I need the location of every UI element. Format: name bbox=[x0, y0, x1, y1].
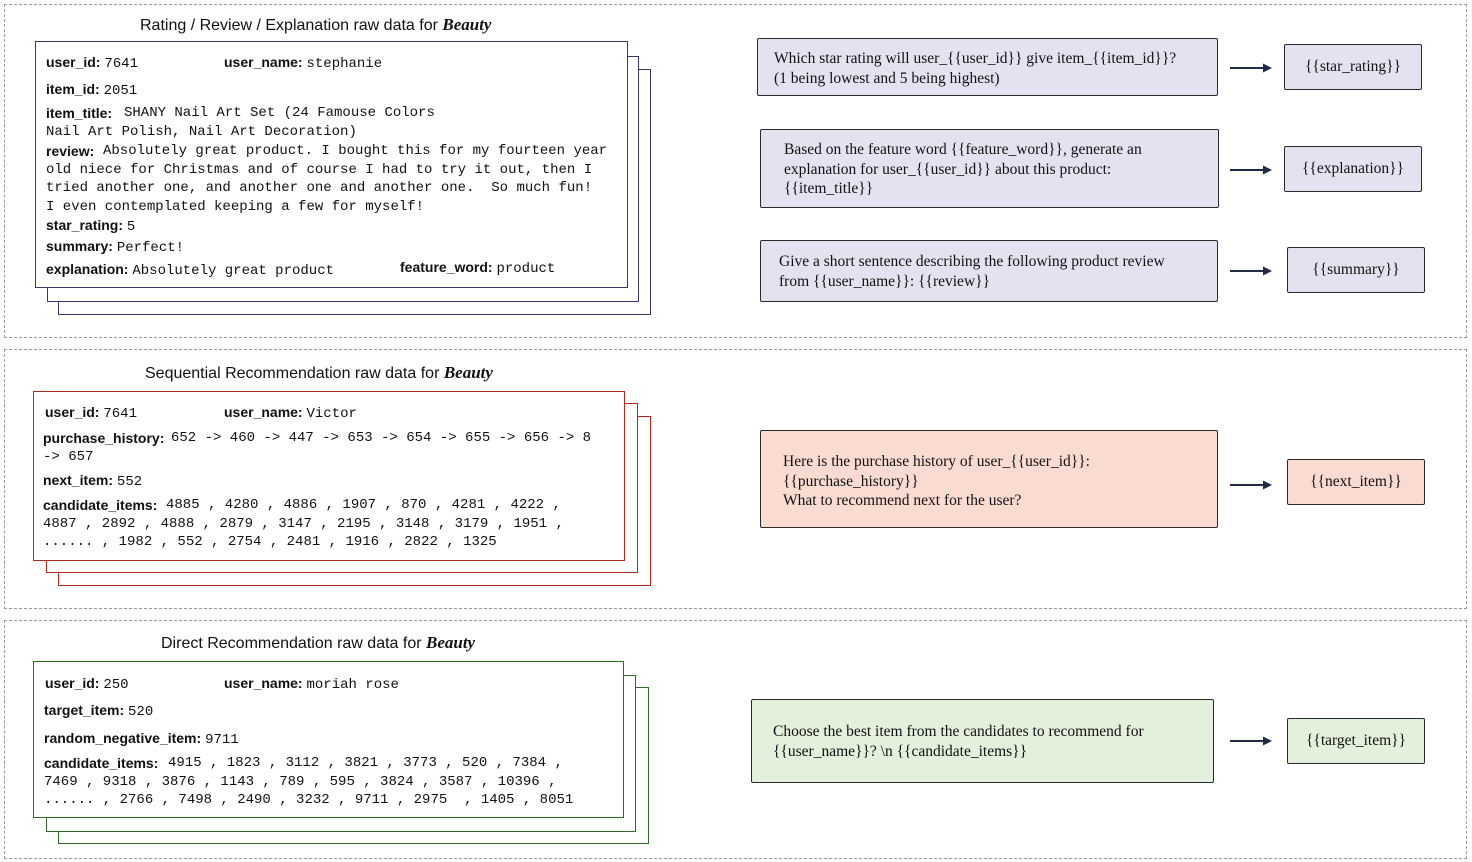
sequential-section bbox=[4, 349, 1467, 609]
candidate-items-value: 4885 , 4280 , 4886 , 1907 , 870 , 4281 ,… bbox=[43, 497, 564, 550]
field-key: item_id: bbox=[46, 81, 100, 97]
arrow-right-icon bbox=[1230, 165, 1272, 175]
field-key: summary: bbox=[46, 238, 113, 254]
item-title-value: SHANY Nail Art Set (24 Famouse Colors Na… bbox=[46, 105, 435, 140]
field-value: Absolutely great product bbox=[132, 263, 334, 279]
rating-raw-data-card: user_id: 7641 user_name: stephanie item_… bbox=[35, 41, 628, 288]
purchase-history-key: purchase_history: bbox=[43, 429, 164, 447]
field-key: feature_word: bbox=[400, 259, 493, 275]
arrow-right-icon bbox=[1230, 266, 1272, 276]
rating-dataset-name: Beauty bbox=[442, 15, 492, 34]
field-value: 7641 bbox=[104, 56, 138, 72]
field-key: explanation: bbox=[46, 261, 129, 277]
field-key: user_id: bbox=[46, 54, 101, 70]
field-key: target_item: bbox=[44, 702, 125, 718]
arrow-right-icon bbox=[1230, 63, 1272, 73]
field-value: 7641 bbox=[103, 406, 137, 422]
field-value: product bbox=[496, 261, 556, 277]
sequential-raw-data-card: user_id: 7641 user_name: Victor purchase… bbox=[33, 391, 625, 561]
sequential-title-text: Sequential Recommendation raw data for bbox=[145, 365, 444, 382]
field-value: 5 bbox=[126, 219, 136, 235]
field-key: item_title: bbox=[46, 105, 113, 121]
feature-word-field: feature_word: product bbox=[400, 258, 555, 278]
user-id-field: user_id: 7641 bbox=[46, 53, 138, 73]
field-value: 552 bbox=[116, 474, 143, 490]
field-value: Victor bbox=[306, 406, 357, 422]
item-id-field: item_id: 2051 bbox=[46, 80, 137, 100]
candidate-items-value: 4915 , 1823 , 3112 , 3821 , 3773 , 520 ,… bbox=[44, 755, 574, 808]
user-name-field: user_name: Victor bbox=[224, 403, 357, 423]
explanation-output: {{explanation}} bbox=[1284, 146, 1422, 192]
direct-section bbox=[4, 620, 1467, 859]
summary-field: summary: Perfect! bbox=[46, 237, 184, 257]
user-id-field: user_id: 7641 bbox=[45, 403, 137, 423]
next-item-prompt: Here is the purchase history of user_{{u… bbox=[760, 430, 1218, 528]
star-rating-prompt: Which star rating will user_{{user_id}} … bbox=[757, 38, 1218, 96]
target-item-prompt: Choose the best item from the candidates… bbox=[751, 699, 1214, 783]
field-value: 2051 bbox=[103, 83, 138, 99]
field-value: Perfect! bbox=[116, 240, 185, 256]
rating-section bbox=[4, 4, 1467, 338]
arrow-right-icon bbox=[1230, 736, 1272, 746]
summary-prompt: Give a short sentence describing the fol… bbox=[760, 240, 1218, 302]
explanation-prompt: Based on the feature word {{feature_word… bbox=[760, 129, 1219, 208]
item-title-key: item_title: bbox=[46, 104, 112, 122]
explanation-field: explanation: Absolutely great product bbox=[46, 260, 334, 280]
star-rating-field: star_rating: 5 bbox=[46, 216, 135, 236]
direct-dataset-name: Beauty bbox=[426, 633, 476, 652]
target-item-output: {{target_item}} bbox=[1287, 718, 1425, 764]
sequential-dataset-name: Beauty bbox=[443, 363, 493, 382]
arrow-right-icon bbox=[1230, 480, 1272, 490]
user-id-field: user_id: 250 bbox=[45, 674, 129, 694]
random-negative-item-field: random_negative_item: 9711 bbox=[44, 729, 239, 749]
field-value: 250 bbox=[103, 677, 129, 693]
summary-output: {{summary}} bbox=[1287, 247, 1425, 293]
purchase-history-value: 652 -> 460 -> 447 -> 653 -> 654 -> 655 -… bbox=[43, 430, 592, 465]
field-key: next_item: bbox=[43, 472, 114, 488]
field-key: review: bbox=[46, 143, 95, 159]
field-key: purchase_history: bbox=[43, 430, 165, 446]
field-key: random_negative_item: bbox=[44, 730, 202, 746]
next-item-field: next_item: 552 bbox=[43, 471, 142, 491]
direct-raw-data-card: user_id: 250 user_name: moriah rose targ… bbox=[33, 661, 624, 818]
sequential-section-title: Sequential Recommendation raw data for B… bbox=[145, 363, 493, 383]
field-key: user_name: bbox=[224, 675, 303, 691]
review-key: review: bbox=[46, 142, 94, 160]
field-key: star_rating: bbox=[46, 217, 124, 233]
field-value: 9711 bbox=[205, 732, 239, 748]
field-value: 520 bbox=[128, 704, 154, 720]
field-key: user_id: bbox=[45, 404, 100, 420]
user-name-field: user_name: moriah rose bbox=[224, 674, 399, 694]
direct-title-text: Direct Recommendation raw data for bbox=[161, 635, 426, 652]
field-key: user_id: bbox=[45, 675, 100, 691]
rating-section-title: Rating / Review / Explanation raw data f… bbox=[140, 15, 491, 35]
field-value: moriah rose bbox=[306, 677, 399, 693]
field-key: user_name: bbox=[224, 54, 303, 70]
next-item-output: {{next_item}} bbox=[1287, 459, 1425, 505]
field-key: candidate_items: bbox=[43, 497, 158, 513]
review-value: Absolutely great product. I bought this … bbox=[46, 143, 608, 215]
field-key: candidate_items: bbox=[44, 755, 159, 771]
rating-title-text: Rating / Review / Explanation raw data f… bbox=[140, 17, 443, 34]
candidate-items-key: candidate_items: bbox=[44, 754, 158, 772]
candidate-items-key: candidate_items: bbox=[43, 496, 157, 514]
direct-section-title: Direct Recommendation raw data for Beaut… bbox=[161, 633, 475, 653]
star-rating-output: {{star_rating}} bbox=[1284, 44, 1422, 90]
field-value: stephanie bbox=[306, 56, 383, 72]
field-key: user_name: bbox=[224, 404, 303, 420]
target-item-field: target_item: 520 bbox=[44, 701, 153, 721]
user-name-field: user_name: stephanie bbox=[224, 53, 382, 73]
